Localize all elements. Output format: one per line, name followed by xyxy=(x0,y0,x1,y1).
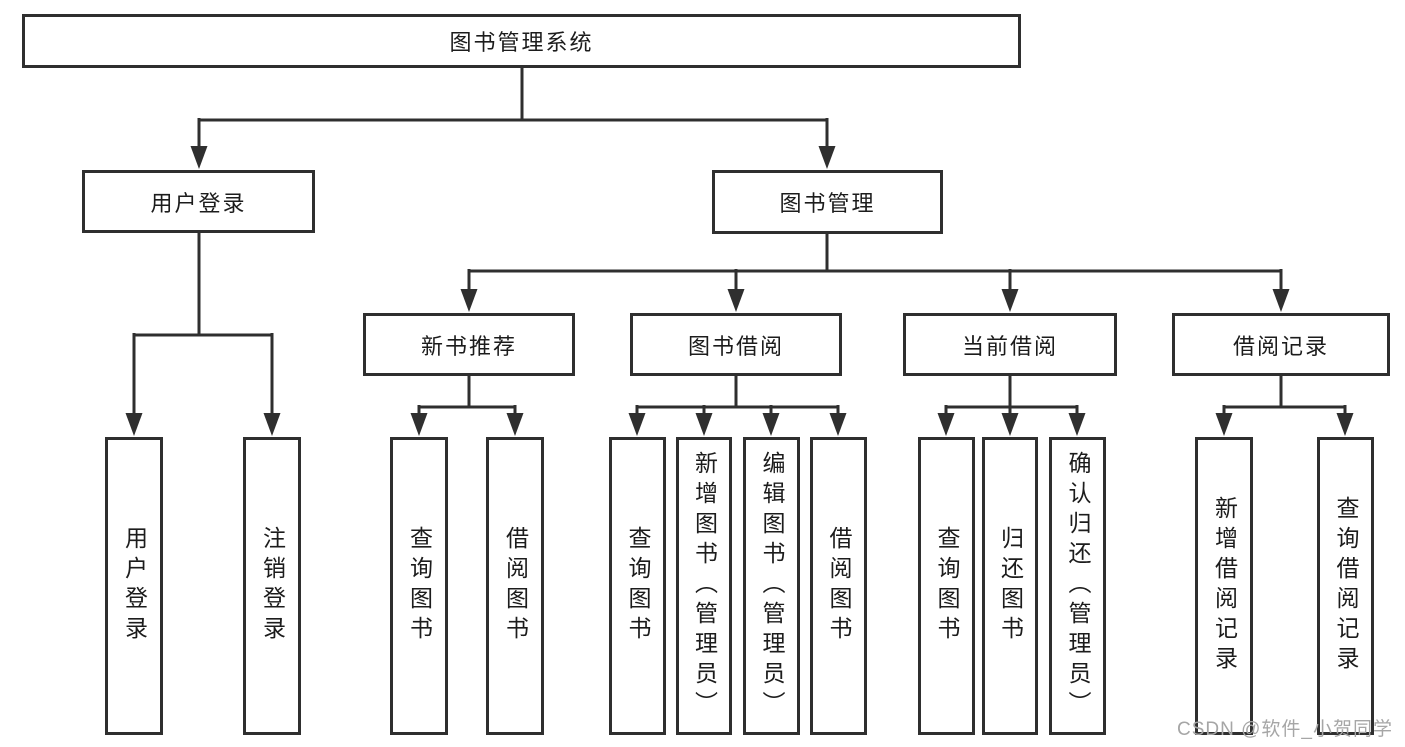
leaf-label: 归还图书 xyxy=(997,526,1024,646)
node-book-management: 图书管理 xyxy=(712,170,943,234)
node-label: 用户登录 xyxy=(150,190,247,216)
leaf-label: 查询借阅记录 xyxy=(1333,496,1359,676)
node-label: 图书管理系统 xyxy=(449,30,594,55)
leaf-user-login: 用户登录 xyxy=(105,437,163,735)
node-new-book-recommend: 新书推荐 xyxy=(363,313,575,376)
leaf-label: 确认归还（管理员） xyxy=(1065,451,1091,721)
leaf-logout: 注销登录 xyxy=(243,437,301,735)
leaf-label: 查询图书 xyxy=(934,526,960,646)
node-user-login: 用户登录 xyxy=(82,170,315,233)
leaf-label: 编辑图书（管理员） xyxy=(759,451,785,721)
csdn-watermark: CSDN @软件_小贺同学 xyxy=(1177,719,1393,740)
node-label: 借阅记录 xyxy=(1232,333,1329,359)
leaf-query-books-borrowing: 查询图书 xyxy=(609,437,666,735)
leaf-borrow-books: 借阅图书 xyxy=(810,437,867,735)
node-library-management-system: 图书管理系统 xyxy=(22,14,1021,68)
node-label: 图书借阅 xyxy=(687,333,784,359)
leaf-label: 借阅图书 xyxy=(826,526,852,646)
leaf-add-books-admin: 新增图书（管理员） xyxy=(676,437,732,735)
leaf-label: 注销登录 xyxy=(259,526,286,646)
node-borrow-records: 借阅记录 xyxy=(1172,313,1390,376)
leaf-edit-books-admin: 编辑图书（管理员） xyxy=(743,437,800,735)
leaf-label: 查询图书 xyxy=(625,526,651,646)
leaf-label: 借阅图书 xyxy=(502,526,529,646)
leaf-query-books-recommend: 查询图书 xyxy=(390,437,448,735)
leaf-label: 查询图书 xyxy=(406,526,433,646)
node-label: 图书管理 xyxy=(779,191,876,216)
node-book-borrowing: 图书借阅 xyxy=(630,313,842,376)
leaf-confirm-return-admin: 确认归还（管理员） xyxy=(1049,437,1106,735)
node-label: 当前借阅 xyxy=(961,333,1058,359)
leaf-borrow-books-recommend: 借阅图书 xyxy=(486,437,544,735)
node-label: 新书推荐 xyxy=(420,333,517,359)
leaf-label: 新增借阅记录 xyxy=(1211,496,1238,676)
leaf-label: 用户登录 xyxy=(121,526,148,646)
leaf-return-books: 归还图书 xyxy=(982,437,1038,735)
leaf-query-borrow-record: 查询借阅记录 xyxy=(1317,437,1374,735)
leaf-add-borrow-record: 新增借阅记录 xyxy=(1195,437,1253,735)
node-current-borrowing: 当前借阅 xyxy=(903,313,1117,376)
leaf-query-books-current: 查询图书 xyxy=(918,437,975,735)
leaf-label: 新增图书（管理员） xyxy=(691,451,718,721)
